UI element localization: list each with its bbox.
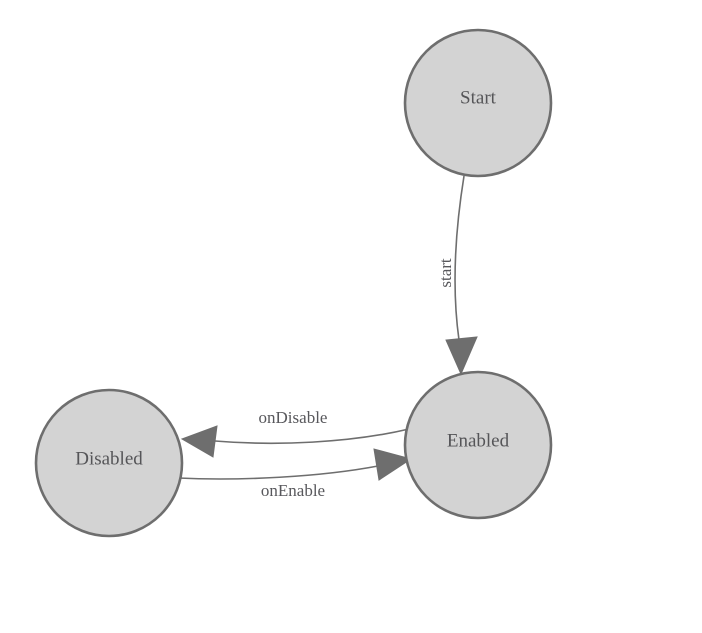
- node-enabled-circle: [403, 370, 553, 520]
- edge-disabled-to-enabled-label: onEnable: [261, 481, 325, 500]
- edge-start-to-enabled-label: start: [436, 258, 455, 288]
- node-start[interactable]: Start: [403, 28, 553, 178]
- edge-enabled-to-disabled-label: onDisable: [259, 408, 328, 427]
- edge-start-to-enabled-arrowhead: [445, 336, 478, 376]
- edge-enabled-to-disabled-path: [214, 428, 410, 445]
- edge-start-to-enabled-path: [454, 175, 465, 341]
- edge-disabled-to-enabled-path: [177, 465, 379, 480]
- node-start-circle: [403, 28, 553, 178]
- node-disabled-label: Disabled: [75, 448, 143, 469]
- node-disabled[interactable]: Disabled: [34, 388, 184, 538]
- edge-start-to-enabled[interactable]: start: [436, 175, 478, 376]
- edge-disabled-to-enabled[interactable]: onEnable: [177, 448, 413, 500]
- node-enabled[interactable]: Enabled: [403, 370, 553, 520]
- node-start-label: Start: [460, 87, 497, 108]
- edge-disabled-to-enabled-arrowhead: [373, 448, 413, 481]
- edge-enabled-to-disabled[interactable]: onDisable: [180, 408, 410, 458]
- edge-enabled-to-disabled-arrowhead: [180, 425, 218, 458]
- node-disabled-circle: [34, 388, 184, 538]
- node-enabled-label: Enabled: [447, 430, 510, 451]
